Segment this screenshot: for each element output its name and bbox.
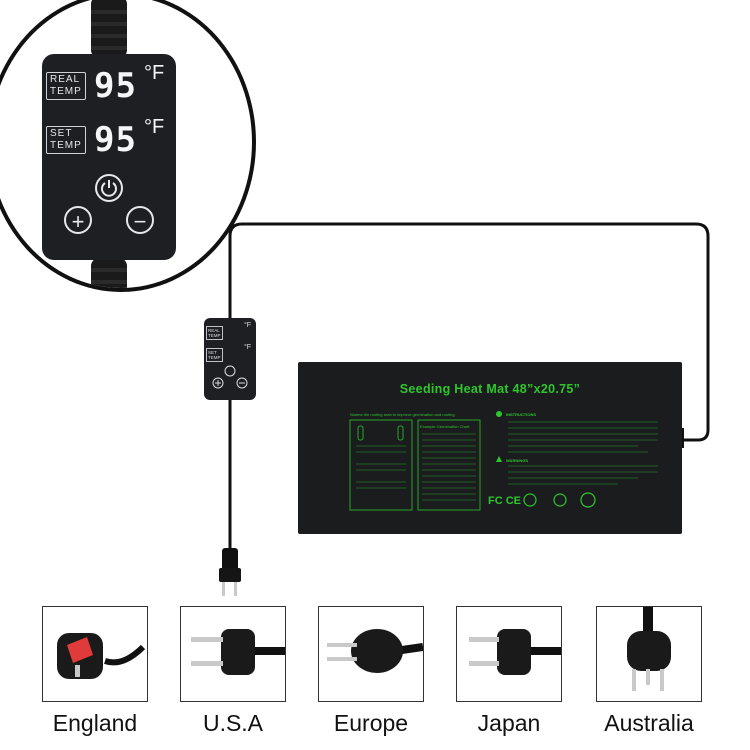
plug-label-europe: Europe [333,710,409,736]
small-real-temp-label: REAL TEMP [206,326,223,340]
heat-mat: Seeding Heat Mat 48”x20.75” Warms the ro… [298,362,682,534]
real-temp-display: 95 [94,66,137,106]
set-temp-display: 95 [94,120,137,160]
power-icon [101,180,117,197]
plug-label-japan: Japan [477,710,541,736]
plug-box-europe [318,606,424,702]
decrease-button[interactable]: − [126,206,154,234]
plug-label-usa: U.S.A [202,710,264,736]
small-controller-buttons [212,365,248,389]
small-set-temp-label: SET TEMP [206,348,223,362]
plug-box-england [42,606,148,702]
controller-zoom-inset: REAL TEMP 95 °F SET TEMP 95 °F + − [0,0,256,292]
real-temp-unit: °F [144,62,165,84]
power-button[interactable] [95,174,123,202]
japan-plug-icon [469,629,561,675]
plug-box-australia [596,606,702,702]
mat-chart-heading: Example Germination Chart [420,424,470,429]
mat-warnings-heading: WARNINGS [506,458,528,463]
uk-plug-icon [57,633,146,679]
plug-label-england: England [52,710,138,736]
mat-print-graphics [349,411,658,511]
plug-box-usa [180,606,286,702]
increase-button[interactable]: + [64,206,92,234]
australia-plug-icon [627,607,671,691]
zoom-cable [91,0,127,288]
mat-title: Seeding Heat Mat 48”x20.75” [399,382,581,396]
small-real-temp-unit: °F [244,322,252,329]
plug-label-australia: Australia [604,710,694,736]
small-set-temp-unit: °F [244,344,252,351]
certification-marks: FC CE [488,495,521,507]
mat-subtitle: Warms the rooting area to improve germin… [350,412,455,417]
set-temp-label: SET TEMP [46,126,86,154]
set-temp-unit: °F [144,116,165,138]
controller-small: REAL TEMP °F SET TEMP °F [204,318,256,400]
plug-box-japan [456,606,562,702]
controller-panel-large: REAL TEMP 95 °F SET TEMP 95 °F + − [42,54,176,260]
real-temp-label: REAL TEMP [46,72,86,100]
mat-instructions-heading: INSTRUCTIONS [506,412,536,417]
eu-plug-icon [327,629,424,673]
us-plug-icon [191,629,285,675]
